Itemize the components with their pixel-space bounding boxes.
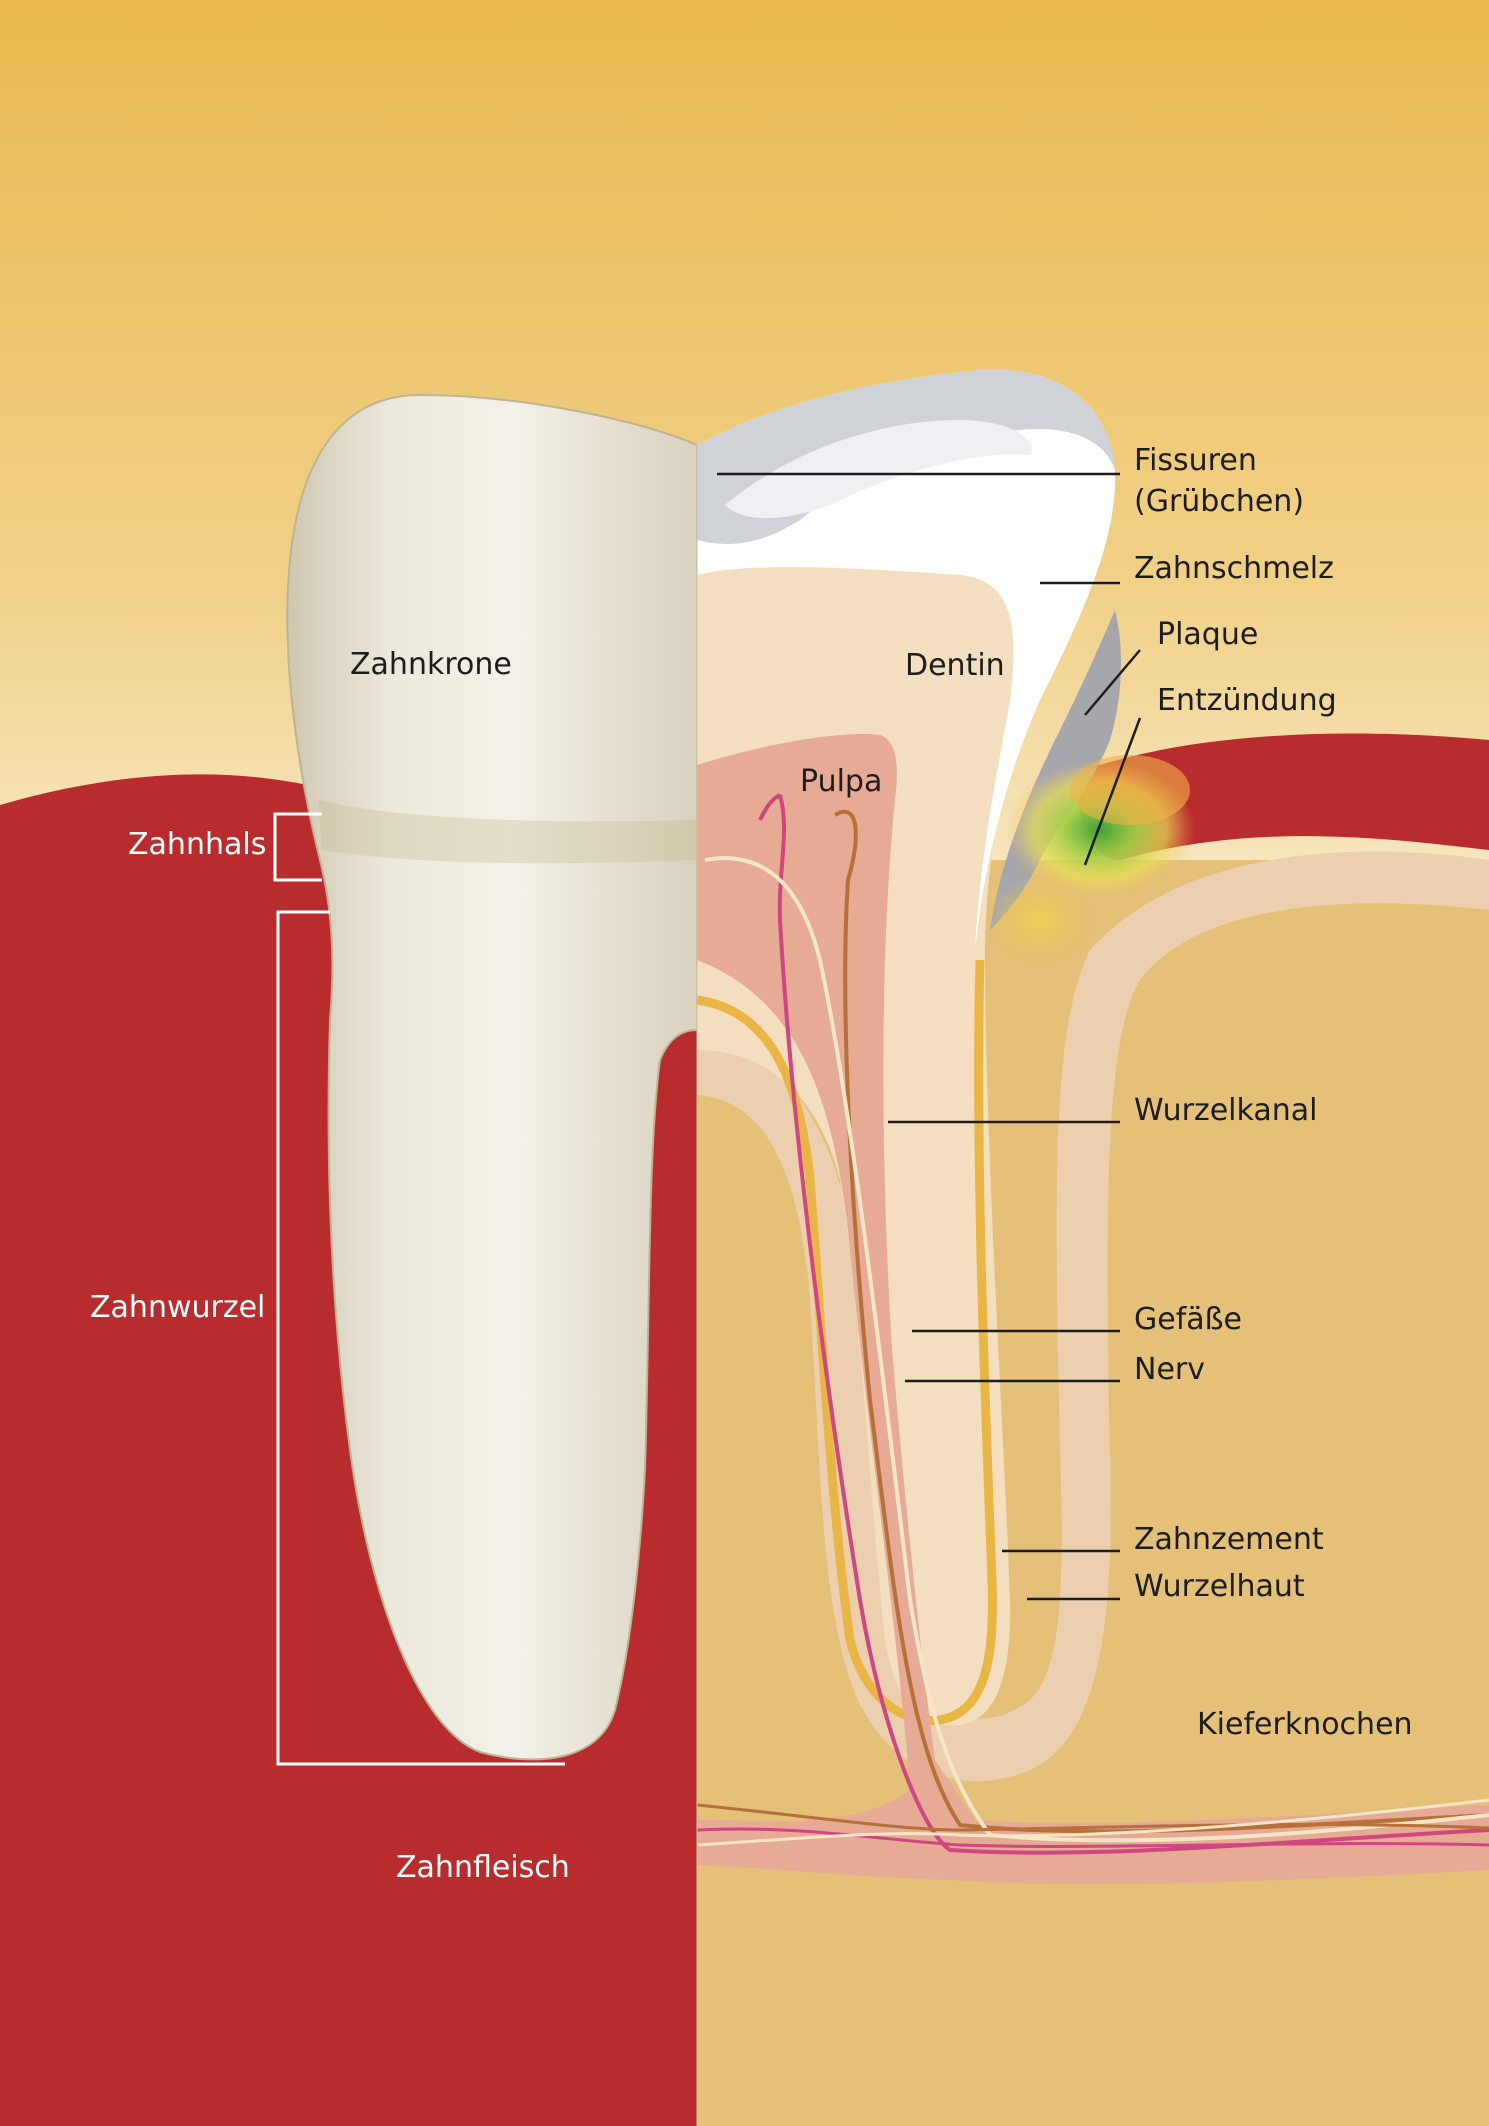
label-pulp: Pulpa	[800, 764, 883, 799]
label-fissures-line2: (Grübchen)	[1134, 484, 1305, 519]
inflammation-yellow	[985, 875, 1095, 965]
canal-bottom-lines-3	[696, 1798, 1489, 1847]
label-gum: Zahnfleisch	[396, 1850, 570, 1885]
label-cementum: Zahnzement	[1134, 1522, 1324, 1557]
canal-bottom-lines-2	[696, 1803, 1489, 1832]
neck-bracket	[273, 812, 322, 882]
label-fissures-line1: Fissuren	[1134, 443, 1257, 478]
label-crown: Zahnkrone	[350, 647, 512, 682]
enamel-highlight	[725, 420, 1032, 519]
vessel-line-white	[704, 856, 1489, 1843]
label-jawbone: Kieferknochen	[1197, 1707, 1413, 1742]
label-plaque: Plaque	[1157, 617, 1259, 652]
root-bracket	[276, 910, 565, 1766]
label-root: Zahnwurzel	[90, 1290, 266, 1325]
tooth-neck-shadow	[318, 800, 697, 864]
periodontal-band	[697, 851, 1489, 1782]
inflammation-orange	[1070, 755, 1190, 825]
label-vessels: Gefäße	[1134, 1302, 1243, 1337]
canal-bottom-lines	[696, 1827, 1489, 1848]
label-enamel: Zahnschmelz	[1134, 551, 1334, 586]
cementum-inner	[696, 959, 997, 1726]
leader-inflammation	[1083, 717, 1142, 866]
nerve-line	[777, 794, 1489, 1855]
label-inflammation: Entzündung	[1157, 683, 1337, 718]
label-nerve: Nerv	[1134, 1352, 1205, 1387]
leader-plaque	[1084, 649, 1141, 716]
label-root-canal: Wurzelkanal	[1134, 1093, 1318, 1128]
nerve-branch	[758, 793, 781, 821]
label-neck: Zahnhals	[128, 827, 267, 862]
label-dentin: Dentin	[905, 648, 1005, 683]
label-periodontal-membrane: Wurzelhaut	[1134, 1569, 1305, 1604]
tooth-photo	[286, 393, 698, 1761]
